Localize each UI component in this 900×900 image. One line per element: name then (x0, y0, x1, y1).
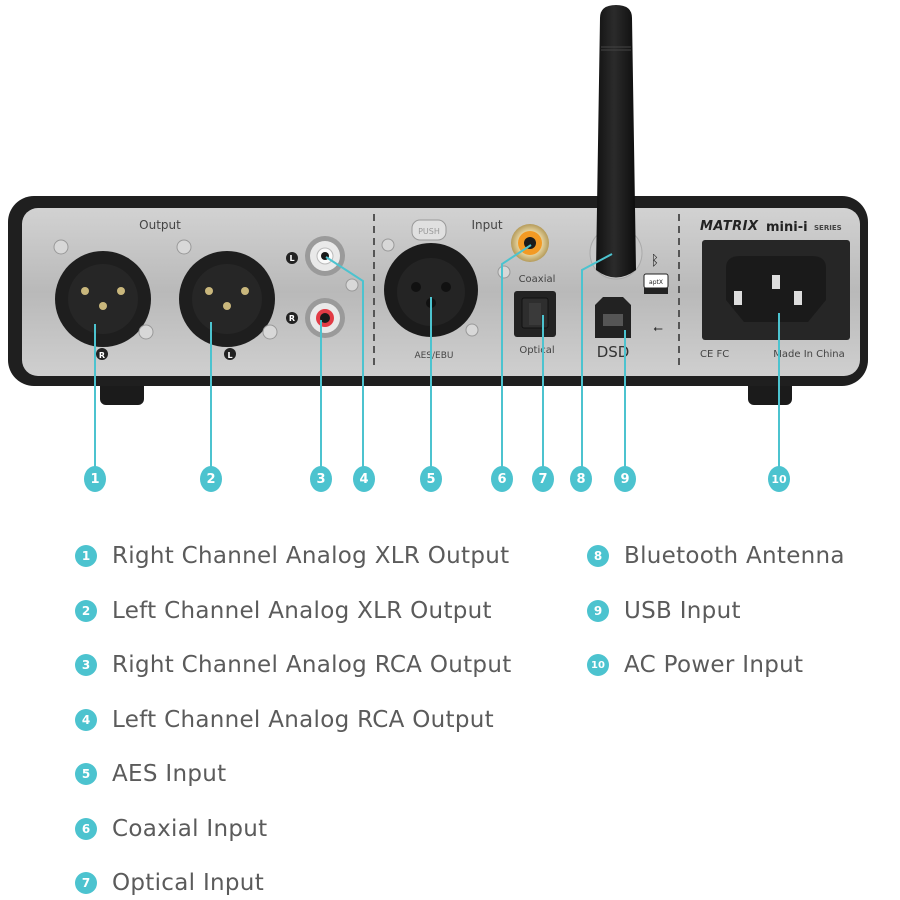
xlr-output-right[interactable]: R (53, 239, 154, 360)
legend-item-3: 3 Right Channel Analog RCA Output (75, 652, 512, 678)
svg-text:mini-i: mini-i (766, 220, 808, 235)
legend-item-7: 7 Optical Input (75, 870, 264, 896)
usb-icon: ⭠ (653, 321, 663, 335)
legend-label: Left Channel Analog XLR Output (112, 598, 492, 624)
legend-label: AC Power Input (624, 652, 804, 678)
callout-2: 2 (200, 466, 222, 492)
legend-item-2: 2 Left Channel Analog XLR Output (75, 598, 492, 624)
legend-item-5: 5 AES Input (75, 761, 226, 787)
callout-3: 3 (310, 466, 332, 492)
input-section-label: Input (471, 218, 502, 232)
rca-output-left[interactable]: L (286, 236, 359, 292)
callout-4: 4 (353, 466, 375, 492)
legend-label: Bluetooth Antenna (624, 543, 845, 569)
number-badge: 1 (75, 545, 97, 567)
number-badge: 6 (75, 818, 97, 840)
svg-text:PUSH: PUSH (418, 227, 440, 236)
callout-7: 7 (532, 466, 554, 492)
callout-1: 1 (84, 466, 106, 492)
legend-label: USB Input (624, 598, 741, 624)
ac-power-inlet[interactable]: CE FC Made In China (700, 240, 850, 360)
xlr-output-left[interactable]: L (176, 239, 278, 360)
legend-label: Right Channel Analog RCA Output (112, 652, 512, 678)
number-badge: 3 (75, 654, 97, 676)
usb-b-input[interactable]: DSD ⭠ (595, 297, 663, 361)
callout-8: 8 (570, 466, 592, 492)
legend-label: Left Channel Analog RCA Output (112, 707, 494, 733)
legend-item-9: 9 USB Input (587, 598, 741, 624)
svg-text:R: R (99, 351, 105, 360)
aes-ebu-input[interactable]: PUSH AES/EBU (381, 219, 479, 361)
leader-line-8 (581, 253, 613, 468)
number-badge: 2 (75, 600, 97, 622)
callout-6: 6 (491, 466, 513, 492)
legend-item-4: 4 Left Channel Analog RCA Output (75, 707, 494, 733)
legend-item-1: 1 Right Channel Analog XLR Output (75, 543, 509, 569)
svg-text:ᛒ: ᛒ (651, 253, 659, 269)
leader-lines (94, 244, 780, 468)
bluetooth-logo: ᛒ aptX (643, 253, 669, 294)
svg-text:Optical: Optical (519, 345, 554, 356)
legend-item-10: 10 AC Power Input (587, 652, 803, 678)
legend-label: Optical Input (112, 870, 265, 896)
legend-item-6: 6 Coaxial Input (75, 816, 267, 842)
svg-text:SERIES: SERIES (814, 224, 842, 232)
number-badge: 9 (587, 600, 609, 622)
callout-10: 10 (768, 466, 790, 492)
number-badge: 10 (587, 654, 609, 676)
number-badge: 5 (75, 763, 97, 785)
brand-logo: MATRIX mini-i SERIES (700, 219, 842, 235)
svg-text:MATRIX: MATRIX (700, 219, 759, 234)
callout-9: 9 (614, 466, 636, 492)
bluetooth-antenna[interactable] (589, 5, 643, 280)
svg-text:CE FC: CE FC (700, 349, 729, 360)
number-badge: 7 (75, 872, 97, 894)
callout-5: 5 (420, 466, 442, 492)
legend-label: AES Input (112, 761, 227, 787)
svg-text:aptX: aptX (649, 279, 663, 286)
svg-text:Made In China: Made In China (773, 349, 844, 360)
leader-line-6 (501, 244, 532, 468)
svg-text:L: L (227, 351, 232, 360)
svg-text:R: R (289, 314, 295, 323)
svg-text:Coaxial: Coaxial (519, 274, 556, 285)
number-badge: 8 (587, 545, 609, 567)
legend-item-8: 8 Bluetooth Antenna (587, 543, 845, 569)
svg-text:L: L (289, 254, 294, 263)
leader-line-4 (325, 256, 364, 468)
svg-text:AES/EBU: AES/EBU (414, 351, 453, 361)
output-section-label: Output (139, 218, 181, 232)
legend-label: Right Channel Analog XLR Output (112, 543, 510, 569)
svg-text:DSD: DSD (597, 343, 630, 361)
legend-label: Coaxial Input (112, 816, 268, 842)
optical-input[interactable]: Optical (514, 291, 556, 356)
number-badge: 4 (75, 709, 97, 731)
